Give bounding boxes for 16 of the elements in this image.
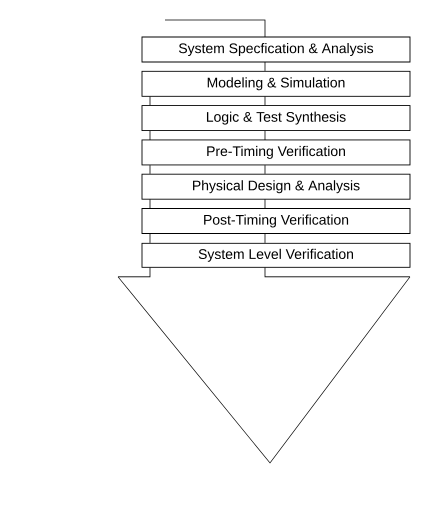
process-box: System Specfication & Analysis	[142, 36, 410, 62]
process-box: System Level Verification	[142, 242, 410, 268]
funnel-shape	[118, 276, 410, 464]
connector-line	[118, 267, 150, 278]
process-box: Physical Design & Analysis	[142, 174, 410, 200]
process-box: Pre-Timing Verification	[142, 139, 410, 166]
connector-line	[264, 96, 266, 106]
connector-line	[164, 20, 266, 37]
process-box: Modeling & Simulation	[142, 70, 410, 97]
connector-line	[264, 199, 266, 208]
connector-line	[264, 164, 266, 174]
connector-line	[264, 62, 266, 72]
process-box: Logic & Test Synthesis	[142, 105, 410, 132]
connector-line	[264, 130, 266, 140]
connector-line	[264, 234, 266, 244]
process-box: Post-Timing Verification	[142, 208, 410, 234]
